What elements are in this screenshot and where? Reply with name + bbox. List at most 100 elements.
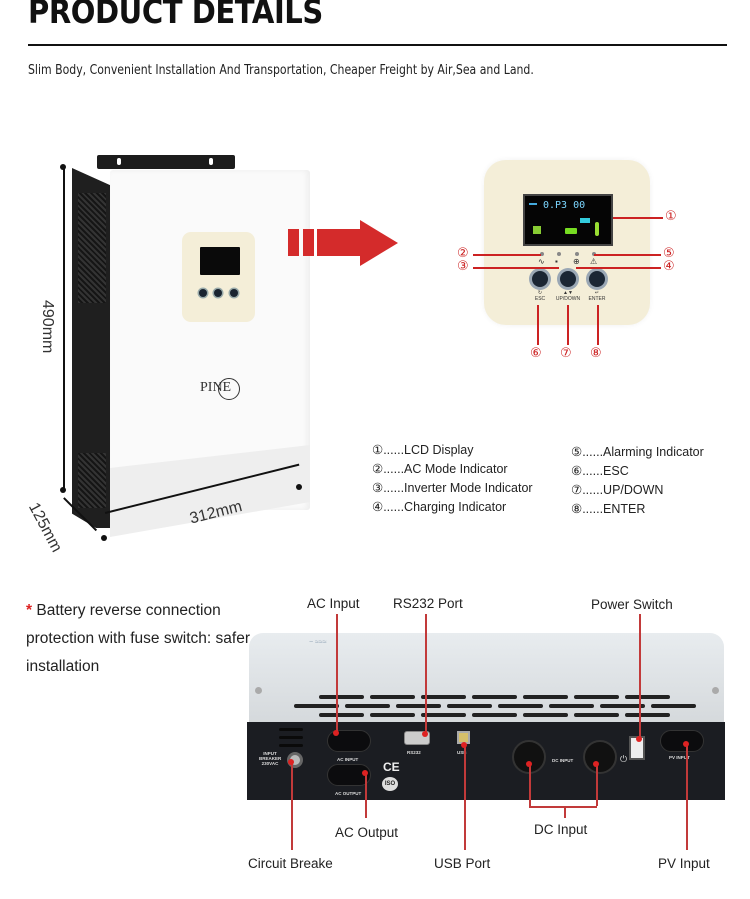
ac-input-port[interactable] bbox=[327, 730, 371, 752]
inverter-top-cover: ~ ≈≈≈ bbox=[249, 633, 724, 723]
mini-control-panel bbox=[182, 232, 255, 322]
pv-input-port[interactable] bbox=[660, 730, 704, 752]
star-bullet: * bbox=[26, 602, 33, 619]
dim-endpoint bbox=[101, 535, 107, 541]
ac-output-printed-label: AC OUTPUT bbox=[335, 791, 362, 796]
breaker-printed-label: INPUT BREAKER 230VAC bbox=[259, 751, 282, 766]
leader-dot bbox=[288, 759, 294, 765]
vent-slot bbox=[625, 713, 670, 717]
legend-item: ⑧......ENTER bbox=[571, 502, 646, 516]
leader-dc-input-pos bbox=[529, 764, 531, 806]
esc-label-group: ↻ ESC bbox=[525, 290, 555, 302]
up-down-button[interactable] bbox=[560, 271, 576, 287]
leader-circuit-breaker bbox=[291, 762, 293, 850]
esc-button[interactable] bbox=[532, 271, 548, 287]
height-dimension-line bbox=[63, 167, 65, 490]
label-rs232-port: RS232 Port bbox=[393, 596, 463, 611]
callout-2: ② bbox=[457, 246, 469, 261]
leader-ac-input bbox=[336, 614, 338, 732]
dc-input-positive-terminal[interactable] bbox=[512, 740, 546, 774]
leader-usb bbox=[464, 744, 466, 850]
dc-input-negative-terminal[interactable] bbox=[583, 740, 617, 774]
enter-label-group: ↵ ENTER bbox=[582, 290, 612, 302]
legend-item: ③......Inverter Mode Indicator bbox=[372, 481, 533, 495]
legend-item: ⑥......ESC bbox=[571, 464, 629, 478]
legend-left: ①......LCD Display ②......AC Mode Indica… bbox=[372, 441, 533, 517]
ac-output-port[interactable] bbox=[327, 764, 371, 786]
vent-slot bbox=[498, 704, 543, 708]
callout-leader bbox=[473, 254, 541, 256]
vent-slot bbox=[447, 704, 492, 708]
vent-slot bbox=[345, 704, 390, 708]
leader-dot bbox=[362, 770, 368, 776]
usb-printed-label: USB bbox=[457, 750, 467, 755]
leader-ac-output bbox=[365, 772, 367, 818]
vent-slot bbox=[523, 713, 568, 717]
label-circuit-breaker: Circuit Breake bbox=[248, 856, 333, 871]
depth-dimension-label: 125mm bbox=[24, 500, 66, 556]
callout-leader bbox=[473, 267, 559, 269]
vent-slot bbox=[625, 695, 670, 699]
power-icon: ⏻ bbox=[620, 754, 628, 764]
vent-slot bbox=[294, 704, 339, 708]
callout-7: ⑦ bbox=[560, 346, 572, 361]
refresh-icon: ↻ bbox=[537, 290, 543, 296]
inverter-mode-led bbox=[557, 252, 561, 256]
updown-label: UP/DOWN bbox=[555, 296, 581, 302]
vent-slot bbox=[319, 713, 364, 717]
legend-right: ⑤......Alarming Indicator ⑥......ESC ⑦..… bbox=[571, 443, 704, 519]
vent-slot bbox=[370, 695, 415, 699]
leader-dot bbox=[333, 730, 339, 736]
return-icon: ↵ bbox=[594, 290, 600, 296]
brand-logo-ring bbox=[218, 378, 240, 400]
updown-label-group: ▲▼ UP/DOWN bbox=[553, 290, 583, 302]
dc-input-printed-label: DC INPUT bbox=[552, 758, 574, 763]
label-usb-port: USB Port bbox=[434, 856, 491, 871]
height-dimension-label: 490mm bbox=[39, 300, 56, 354]
title-divider bbox=[28, 44, 727, 46]
legend-item: ②......AC Mode Indicator bbox=[372, 462, 508, 476]
callout-3: ③ bbox=[457, 259, 469, 274]
label-ac-output: AC Output bbox=[335, 825, 399, 840]
legend-item: ①......LCD Display bbox=[372, 443, 474, 457]
vent-slot bbox=[421, 713, 466, 717]
vent-slot bbox=[600, 704, 645, 708]
ac-input-printed-label: AC INPUT bbox=[337, 757, 359, 762]
label-power-switch: Power Switch bbox=[591, 597, 673, 612]
dim-endpoint bbox=[60, 164, 66, 170]
enter-button[interactable] bbox=[589, 271, 605, 287]
legend-item: ⑤......Alarming Indicator bbox=[571, 445, 704, 459]
legend-item: ⑦......UP/DOWN bbox=[571, 483, 664, 497]
mounting-bracket bbox=[97, 155, 235, 169]
vent-slot bbox=[421, 695, 466, 699]
callout-4: ④ bbox=[663, 259, 675, 274]
brand-logo: PINE bbox=[200, 380, 232, 395]
ac-wave-icon: ∿ bbox=[538, 257, 545, 266]
label-ac-input: AC Input bbox=[307, 596, 360, 611]
vent-slot bbox=[574, 713, 619, 717]
vent-slot bbox=[472, 713, 517, 717]
mini-lcd-screen bbox=[200, 247, 240, 275]
callout-leader bbox=[537, 305, 539, 345]
ce-mark: CE bbox=[383, 760, 400, 774]
lcd-display: 0.P3 00 bbox=[523, 194, 613, 246]
brand-watermark: ~ ≈≈≈ bbox=[309, 639, 327, 646]
callout-leader bbox=[597, 305, 599, 345]
legend-item: ④......Charging Indicator bbox=[372, 500, 507, 514]
battery-icon: ⊕ bbox=[573, 257, 580, 266]
rear-connector-panel: INPUT BREAKER 230VAC AC INPUT AC OUTPUT … bbox=[247, 722, 725, 800]
callout-5: ⑤ bbox=[663, 246, 675, 261]
vent-slot bbox=[651, 704, 696, 708]
label-pv-input: PV Input bbox=[658, 856, 710, 871]
vent-slot bbox=[472, 695, 517, 699]
callout-leader bbox=[576, 267, 661, 269]
leader-dot bbox=[683, 741, 689, 747]
esc-label: ESC bbox=[534, 296, 546, 302]
vent-slot bbox=[370, 713, 415, 717]
feature-note-text: Battery reverse connection protection wi… bbox=[26, 602, 250, 675]
vent-slot bbox=[523, 695, 568, 699]
callout-6: ⑥ bbox=[530, 346, 542, 361]
leader-dot bbox=[526, 761, 532, 767]
warning-icon: ⚠ bbox=[590, 257, 598, 266]
callout-leader bbox=[567, 305, 569, 345]
